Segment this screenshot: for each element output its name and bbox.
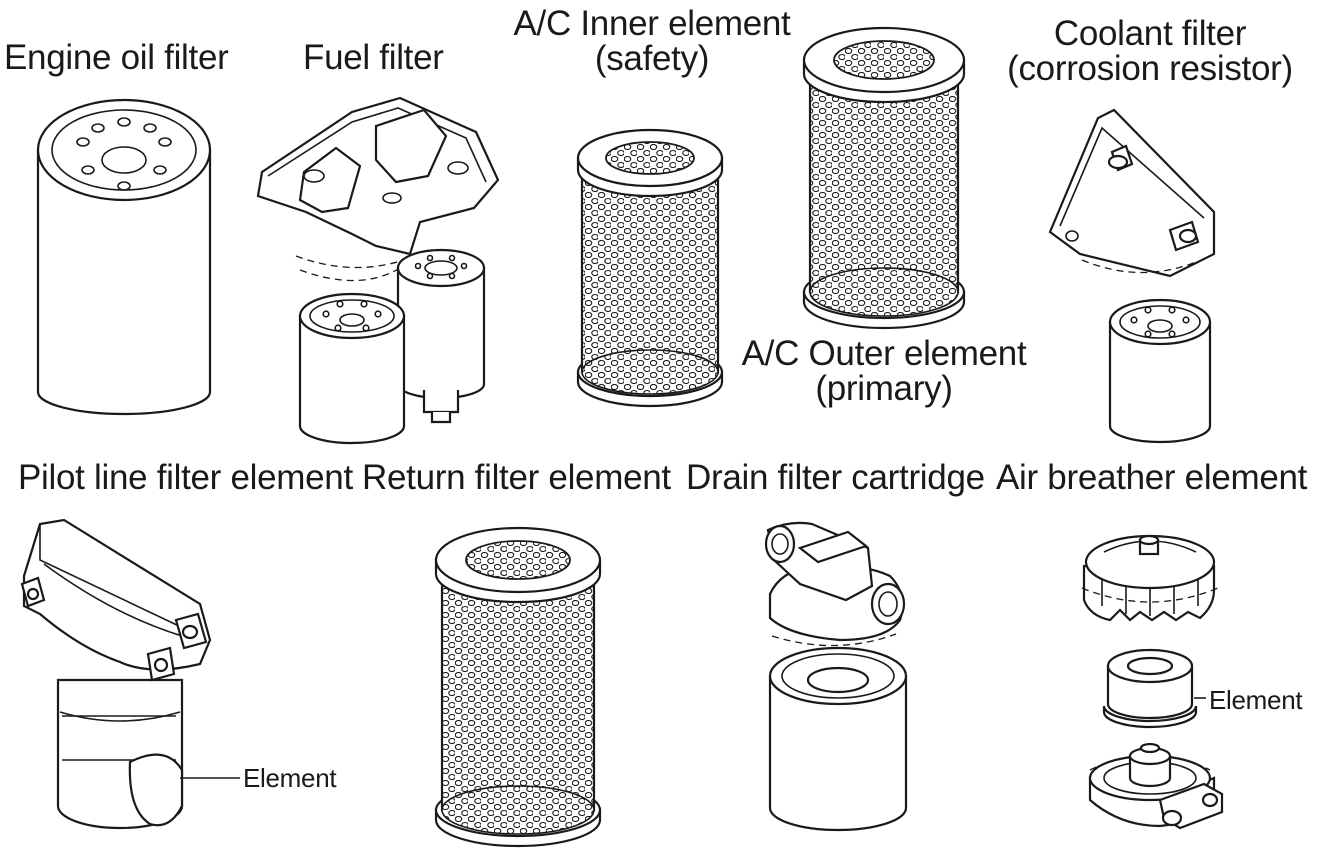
pilot-line-filter-drawing — [20, 518, 212, 830]
ac-outer-element-label: A/C Outer element (primary) — [728, 336, 1040, 406]
return-filter-element-label: Return filter element — [362, 458, 671, 497]
ac-inner-element-label-line1: A/C Inner element — [513, 4, 791, 43]
drain-filter-cartridge-label: Drain filter cartridge — [686, 458, 985, 497]
ac-inner-element-label-line2: (safety) — [594, 39, 710, 78]
return-filter-element-drawing — [434, 526, 602, 848]
pilot-element-callout: Element — [243, 763, 337, 793]
ac-inner-element-label: A/C Inner element (safety) — [500, 6, 804, 76]
fuel-filter-label: Fuel filter — [303, 38, 444, 77]
ac-inner-element-drawing — [576, 128, 724, 408]
coolant-filter-label-line2: (corrosion resistor) — [1007, 49, 1293, 88]
fuel-filter-drawing — [256, 96, 500, 445]
ac-outer-element-label-line1: A/C Outer element — [741, 334, 1027, 373]
coolant-filter-drawing — [1048, 108, 1216, 444]
engine-oil-filter-label: Engine oil filter — [4, 38, 229, 77]
coolant-filter-label: Coolant filter (corrosion resistor) — [994, 16, 1306, 86]
air-breather-element-drawing — [1081, 534, 1224, 830]
drain-filter-cartridge-drawing — [764, 521, 908, 832]
breather-element-callout: Element — [1209, 685, 1303, 715]
air-breather-element-label: Air breather element — [996, 458, 1308, 497]
engine-oil-filter-drawing — [36, 98, 212, 416]
coolant-filter-label-line1: Coolant filter — [1053, 14, 1247, 53]
ac-outer-element-drawing — [802, 26, 966, 330]
pilot-line-filter-label: Pilot line filter element — [18, 458, 353, 497]
ac-outer-element-label-line2: (primary) — [815, 369, 953, 408]
